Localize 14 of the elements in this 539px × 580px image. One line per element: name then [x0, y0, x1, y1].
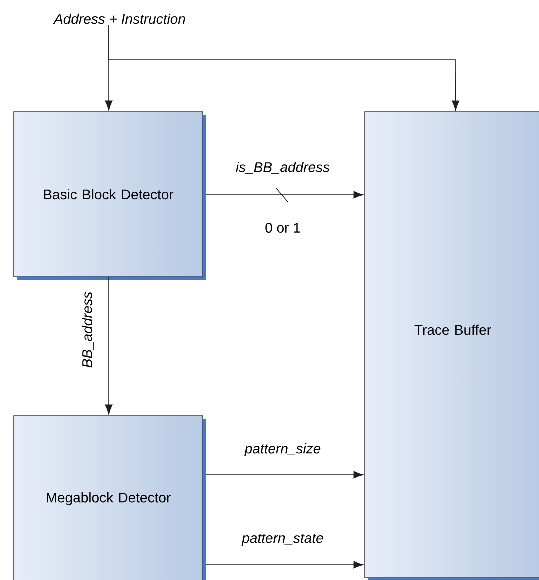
edge-label: pattern_state [242, 534, 324, 546]
input-label: Address + Instruction [53, 14, 186, 24]
edge-label: pattern_size [244, 443, 321, 457]
arrow [206, 471, 364, 479]
arrow [105, 276, 113, 414]
block-box: Megablock Detector [14, 416, 206, 580]
edge-label: is_BB_address [236, 162, 330, 174]
block-box: Basic Block Detector [14, 112, 206, 280]
edge-label: BB_address [82, 292, 94, 368]
arrow [206, 191, 364, 199]
arrow [206, 561, 364, 569]
signal-value: 0 or 1 [266, 223, 300, 233]
block-box: Trace Buffer [364, 112, 539, 580]
arrow [108, 24, 460, 110]
